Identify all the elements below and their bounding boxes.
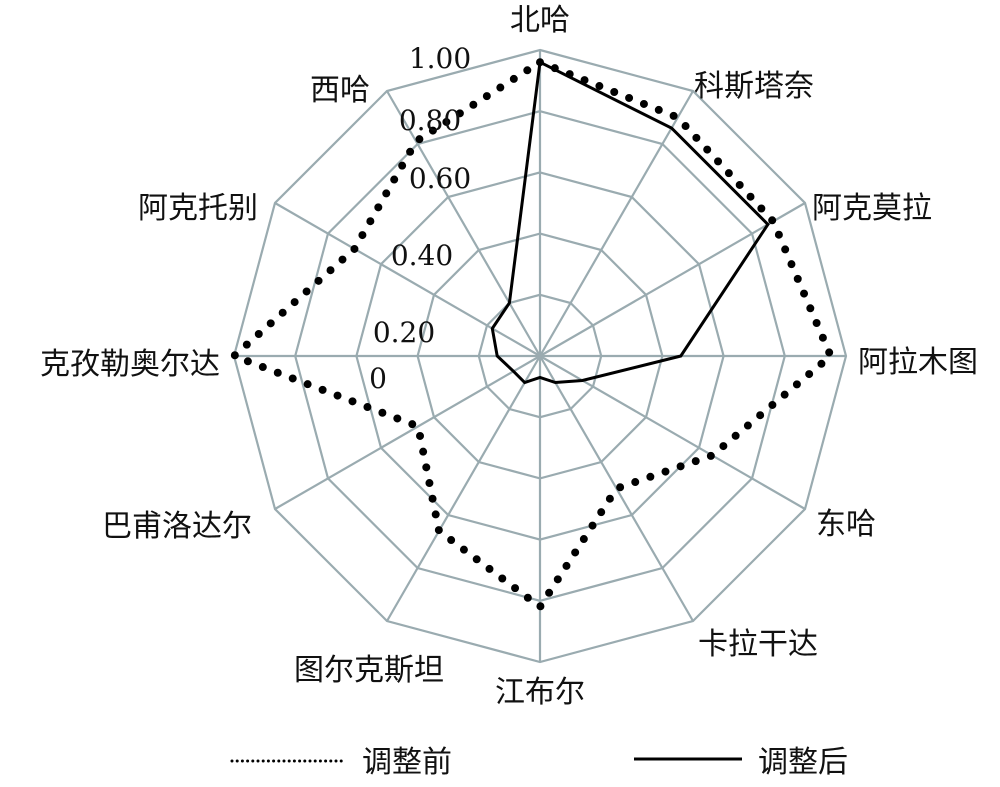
grid-spoke	[274, 355, 541, 510]
category-label: 东哈	[816, 507, 876, 542]
grid-spoke	[274, 202, 541, 357]
legend: 调整前 调整后	[230, 745, 848, 780]
radial-tick-labels: 0 0.20 0.40 0.60 0.80 1.00	[369, 42, 471, 395]
radial-tick-label: 0	[369, 362, 387, 395]
category-label: 江布尔	[495, 675, 585, 710]
category-label: 图尔克斯坦	[294, 653, 444, 688]
category-label: 卡拉干达	[698, 627, 818, 662]
grid-spoke	[539, 202, 806, 357]
category-label: 西哈	[310, 73, 370, 108]
grid-spoke	[386, 355, 541, 622]
radar-series	[230, 58, 835, 611]
category-label: 阿拉木图	[858, 345, 978, 380]
radar-grid	[232, 48, 848, 664]
grid-spoke	[539, 90, 694, 357]
category-label: 阿克莫拉	[812, 191, 932, 226]
legend-label-after: 调整后	[758, 745, 848, 780]
radial-tick-label: 0.20	[373, 316, 435, 349]
legend-label-before: 调整前	[362, 745, 452, 780]
series-line-before	[230, 58, 835, 611]
grid-spoke	[386, 90, 541, 357]
category-label: 克孜勒奥尔达	[40, 347, 220, 382]
radial-tick-label: 0.80	[399, 104, 461, 137]
category-label: 科斯塔奈	[694, 69, 814, 104]
category-label: 阿克托别	[138, 191, 258, 226]
category-label: 巴甫洛达尔	[102, 509, 252, 544]
radial-tick-label: 0.40	[391, 239, 453, 272]
radial-tick-label: 0.60	[409, 162, 471, 195]
radial-tick-label: 1.00	[409, 42, 471, 75]
category-label: 北哈	[510, 3, 570, 38]
series-line-after	[490, 59, 770, 385]
